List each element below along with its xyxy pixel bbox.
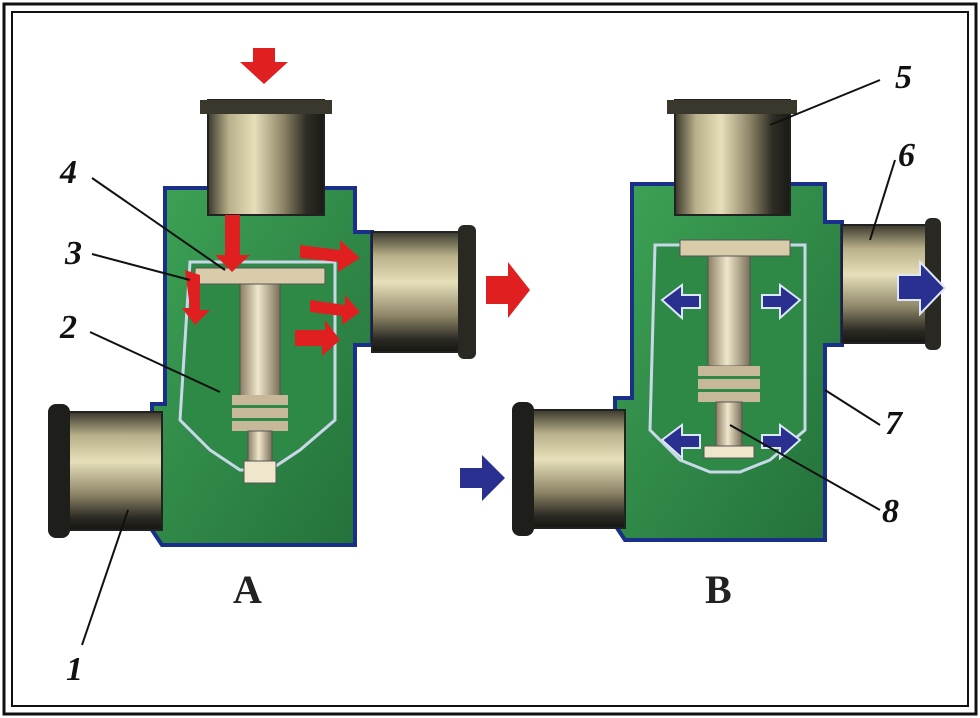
bellows-ring-3-b (698, 392, 760, 402)
hot-flow-arrows-a (182, 215, 360, 356)
right-outlet-rim-a (458, 225, 476, 359)
valve-plate-a (194, 267, 326, 285)
lower-nut-a (243, 460, 277, 484)
left-inlet-pipe-b (524, 409, 626, 529)
panel-label-b: B (705, 567, 732, 612)
leader-lines (81, 79, 896, 646)
leader-7 (824, 389, 881, 426)
callout-8: 8 (882, 493, 899, 530)
valve-plate-b (679, 239, 791, 257)
callout-5: 5 (895, 59, 912, 96)
leader-4 (91, 177, 226, 271)
hot-outlet-arrow-a (486, 262, 530, 318)
bellows-ring-2-b (698, 379, 760, 389)
callout-2: 2 (59, 309, 77, 346)
panel-label-a: A (233, 567, 262, 612)
valve-rod-a (239, 283, 281, 400)
leader-6 (869, 159, 896, 241)
cold-outlet-arrow-b (897, 259, 947, 317)
bellows-ring-3-a (232, 421, 288, 431)
left-inlet-pipe-a (61, 411, 163, 531)
inner-border (11, 11, 969, 707)
bellows-ring-1-b (698, 366, 760, 376)
leader-8 (729, 424, 881, 511)
cold-flow-arrows-b (660, 283, 802, 461)
callout-6: 6 (898, 137, 915, 174)
top-inlet-pipe-a (207, 99, 325, 216)
thermostat-a (48, 48, 530, 547)
hot-inlet-arrow-a (240, 48, 288, 84)
bellows-stem-a (247, 430, 273, 462)
leader-2 (89, 331, 221, 393)
callout-3: 3 (64, 235, 82, 272)
callout-1: 1 (66, 651, 83, 688)
top-inlet-rim-b (667, 100, 797, 114)
callout-4: 4 (59, 154, 77, 191)
leader-1 (81, 509, 129, 646)
left-inlet-rim-a (48, 404, 70, 538)
top-inlet-rim-a (200, 100, 332, 114)
left-inlet-rim-b (512, 402, 534, 536)
bellows-stem-b (715, 401, 743, 447)
right-outlet-pipe-a (371, 231, 473, 353)
valve-rod-b (707, 255, 751, 367)
leader-3 (91, 253, 191, 281)
bellows-ring-1-a (232, 395, 288, 405)
thermostat-b (460, 99, 947, 542)
bellows-ring-2-a (232, 408, 288, 418)
cold-inlet-arrow-b (460, 455, 505, 501)
lower-plate-b (703, 445, 755, 459)
leader-5 (769, 79, 881, 126)
callout-7: 7 (885, 405, 904, 442)
top-inlet-pipe-b (674, 99, 791, 216)
